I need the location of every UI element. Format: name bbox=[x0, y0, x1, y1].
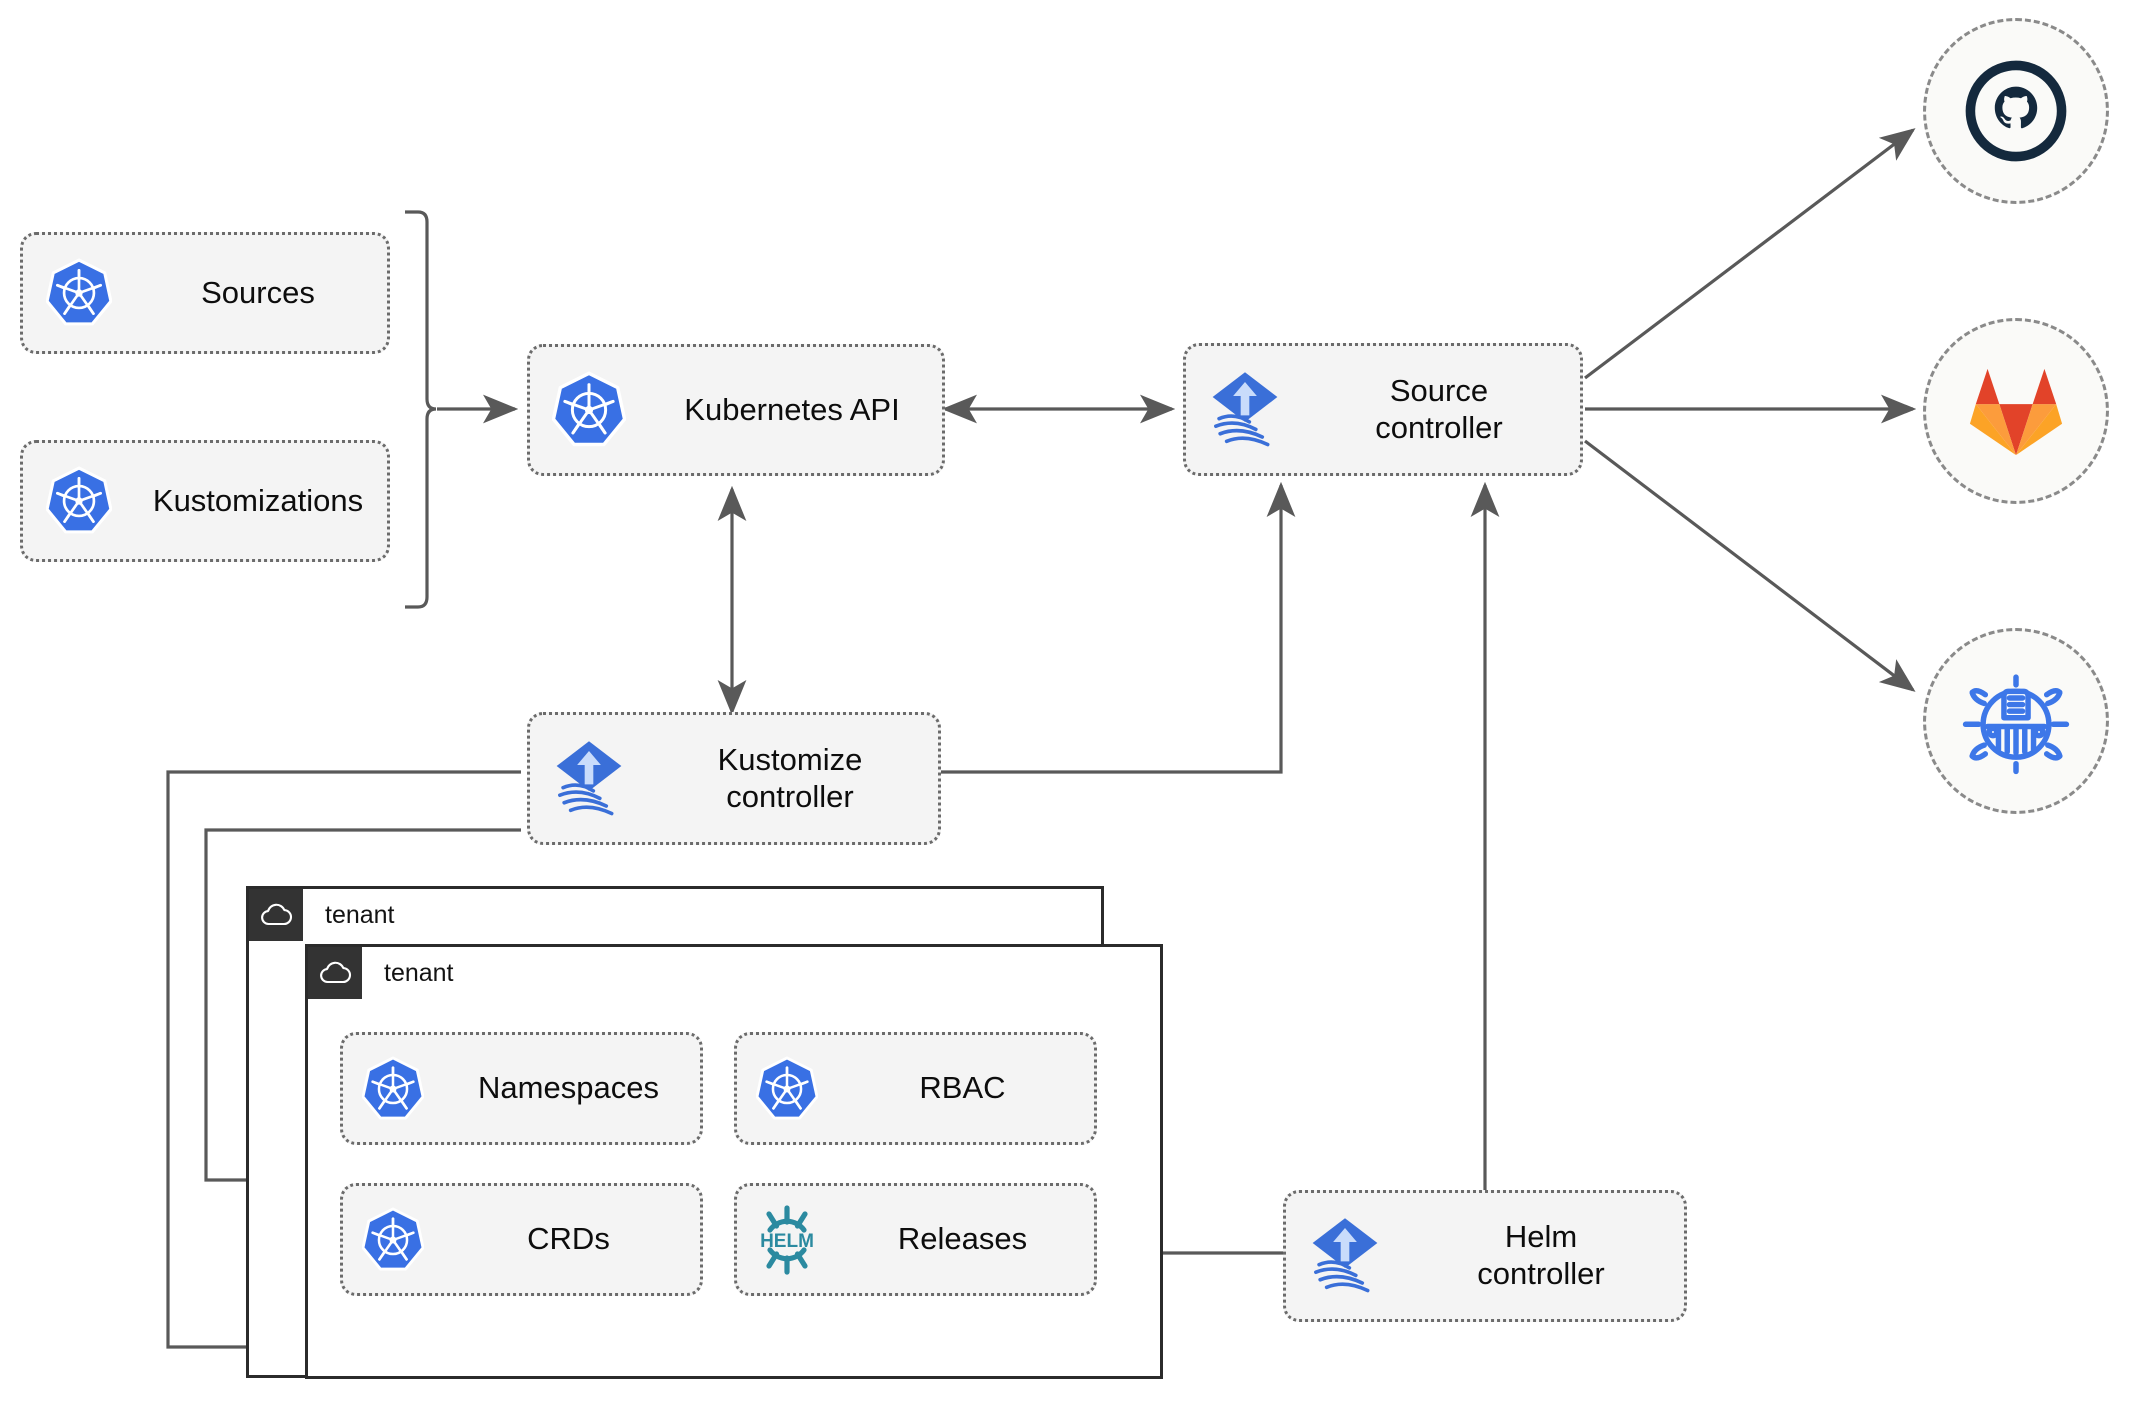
tenant-label-1: tenant bbox=[325, 900, 395, 929]
node-crds[interactable]: CRDs bbox=[340, 1183, 703, 1296]
kubernetes-icon bbox=[23, 466, 135, 536]
node-label: CRDs bbox=[527, 1221, 610, 1257]
node-label: Kustomizations bbox=[152, 482, 364, 518]
tenant-label-2: tenant bbox=[384, 958, 454, 987]
node-namespaces[interactable]: Namespaces bbox=[340, 1032, 703, 1145]
kubernetes-icon bbox=[530, 371, 648, 449]
node-rbac[interactable]: RBAC bbox=[734, 1032, 1097, 1145]
helm-repository-icon bbox=[1962, 674, 2070, 775]
svg-text:HELM: HELM bbox=[760, 1231, 814, 1252]
tenant-container-2[interactable]: tenant bbox=[305, 944, 1163, 1379]
kubernetes-icon bbox=[737, 1055, 837, 1122]
node-label: Releases bbox=[897, 1221, 1028, 1257]
flux-icon bbox=[1286, 1215, 1404, 1297]
node-helm-controller[interactable]: Helm controller bbox=[1283, 1190, 1687, 1322]
node-source-controller[interactable]: Source controller bbox=[1183, 343, 1583, 476]
node-label: RBAC bbox=[919, 1070, 1006, 1106]
node-label: Kubernetes API bbox=[684, 391, 900, 427]
node-label: Sources bbox=[201, 274, 315, 310]
gitlab-icon bbox=[1969, 368, 2063, 456]
node-label: Namespaces bbox=[478, 1070, 659, 1106]
helm-icon: HELM bbox=[737, 1202, 837, 1278]
external-github[interactable] bbox=[1923, 18, 2109, 204]
node-kustomizations[interactable]: Kustomizations bbox=[20, 440, 390, 562]
kubernetes-icon bbox=[23, 258, 135, 328]
node-releases[interactable]: HELM Releases bbox=[734, 1183, 1097, 1296]
node-label: Helm controller bbox=[1477, 1219, 1605, 1291]
node-label: Kustomize controller bbox=[717, 741, 863, 814]
external-helm-repository[interactable] bbox=[1923, 628, 2109, 814]
tenant-header-2: tenant bbox=[308, 947, 454, 999]
node-kustomize-controller[interactable]: Kustomize controller bbox=[527, 712, 941, 845]
flux-icon bbox=[1186, 369, 1304, 451]
node-kubernetes-api[interactable]: Kubernetes API bbox=[527, 344, 945, 476]
node-sources[interactable]: Sources bbox=[20, 232, 390, 354]
external-gitlab[interactable] bbox=[1923, 318, 2109, 504]
flux-icon bbox=[530, 738, 648, 820]
github-icon bbox=[1965, 60, 2067, 162]
node-label: Source controller bbox=[1375, 372, 1503, 445]
cloud-icon bbox=[249, 889, 303, 941]
kubernetes-icon bbox=[343, 1055, 443, 1122]
cloud-icon bbox=[308, 947, 362, 999]
tenant-header-1: tenant bbox=[249, 889, 395, 941]
kubernetes-icon bbox=[343, 1206, 443, 1273]
